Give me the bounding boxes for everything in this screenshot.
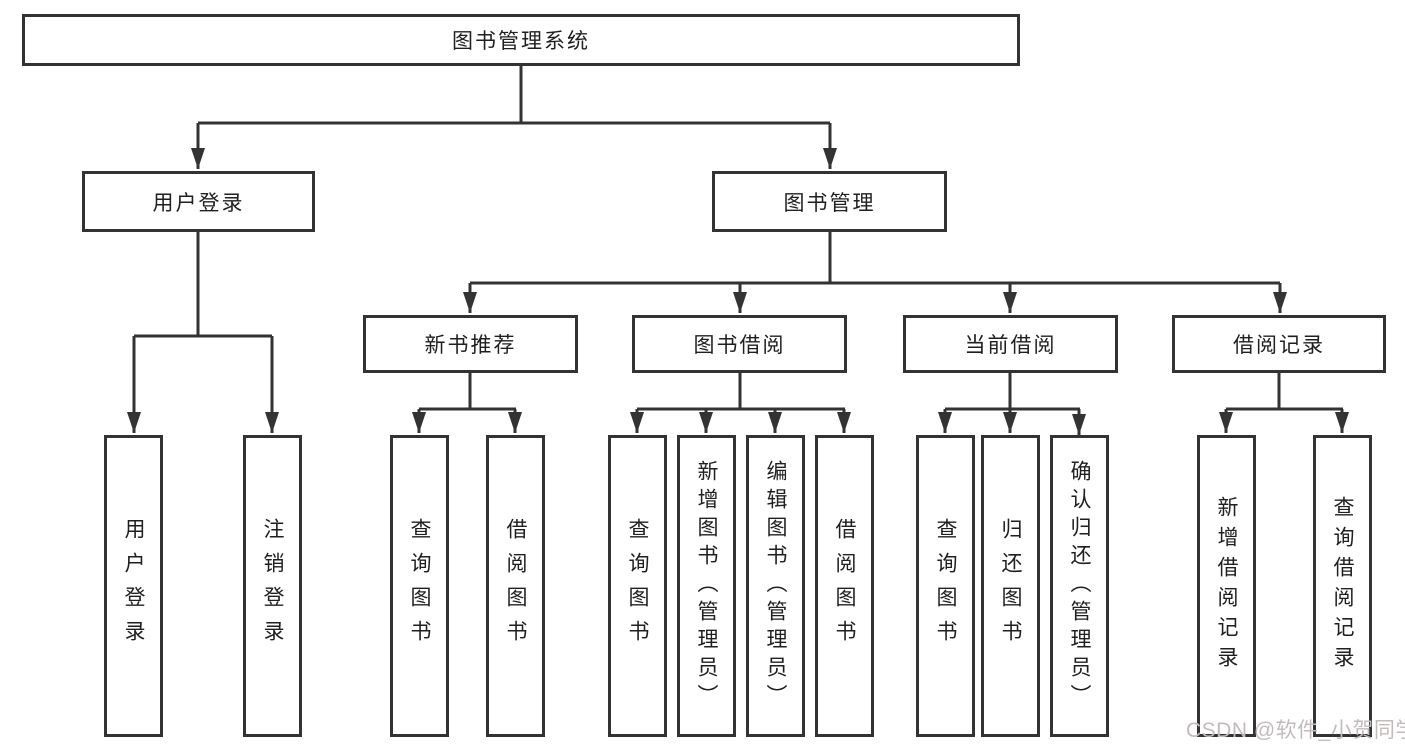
node-book-management: 图书管理 [712,171,947,232]
node-label: 用户登录 [122,518,145,654]
node-label: 编辑图书（管理员） [764,460,787,712]
node-label: 新书推荐 [424,334,517,357]
node-leaf-add-book-admin: 新增图书（管理员） [677,435,736,737]
node-label: 新增借阅记录 [1215,496,1238,676]
node-leaf-query-books-current: 查询图书 [916,435,975,737]
node-leaf-confirm-return-admin: 确认归还（管理员） [1050,435,1109,737]
node-label: 查询图书 [934,518,957,654]
node-label: 注销登录 [261,518,284,654]
node-label: 查询借阅记录 [1331,496,1354,676]
csdn-watermark: CSDN @软件_小贺同学 [1186,719,1405,742]
node-book-borrowing: 图书借阅 [632,315,847,373]
node-leaf-return-book: 归还图书 [981,435,1040,737]
node-current-borrowing: 当前借阅 [903,315,1118,373]
node-new-book-recommend: 新书推荐 [363,315,578,373]
node-label: 查询图书 [626,518,649,654]
node-leaf-query-books-borrowing: 查询图书 [608,435,667,737]
node-root-library-system: 图书管理系统 [22,14,1020,66]
node-leaf-query-borrow-record: 查询借阅记录 [1313,435,1372,737]
node-leaf-user-login: 用户登录 [104,435,163,737]
node-label: 用户登录 [152,191,245,215]
node-label: 图书管理系统 [452,30,590,53]
node-leaf-query-books-recommend: 查询图书 [390,435,449,737]
node-leaf-borrow-books-recommend: 借阅图书 [486,435,545,737]
node-user-login: 用户登录 [82,171,315,232]
node-label: 归还图书 [999,518,1022,654]
node-label: 查询图书 [408,518,431,654]
node-label: 图书管理 [783,191,876,215]
node-label: 借阅图书 [833,518,856,654]
node-leaf-add-borrow-record: 新增借阅记录 [1197,435,1256,737]
node-leaf-logout: 注销登录 [243,435,302,737]
node-label: 当前借阅 [964,334,1057,357]
node-label: 确认归还（管理员） [1068,460,1091,712]
node-borrowing-records: 借阅记录 [1172,315,1386,373]
node-label: 图书借阅 [693,334,786,357]
node-leaf-borrow-book: 借阅图书 [815,435,874,737]
node-label: 新增图书（管理员） [695,460,718,712]
node-leaf-edit-book-admin: 编辑图书（管理员） [746,435,805,737]
node-label: 借阅图书 [504,518,527,654]
node-label: 借阅记录 [1233,334,1325,357]
